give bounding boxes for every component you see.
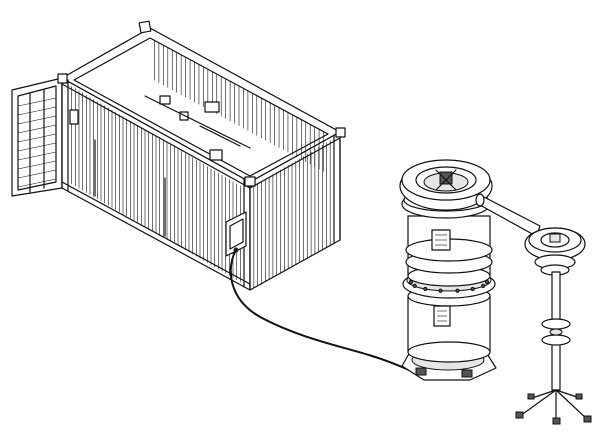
container-door [11, 77, 63, 197]
container-icon [11, 20, 346, 291]
control-panel [225, 211, 247, 257]
internal-fittings [69, 95, 251, 161]
cable-icon [229, 249, 415, 373]
resonant-reactor-stack-icon [399, 159, 541, 381]
voltage-divider-icon [515, 227, 592, 425]
